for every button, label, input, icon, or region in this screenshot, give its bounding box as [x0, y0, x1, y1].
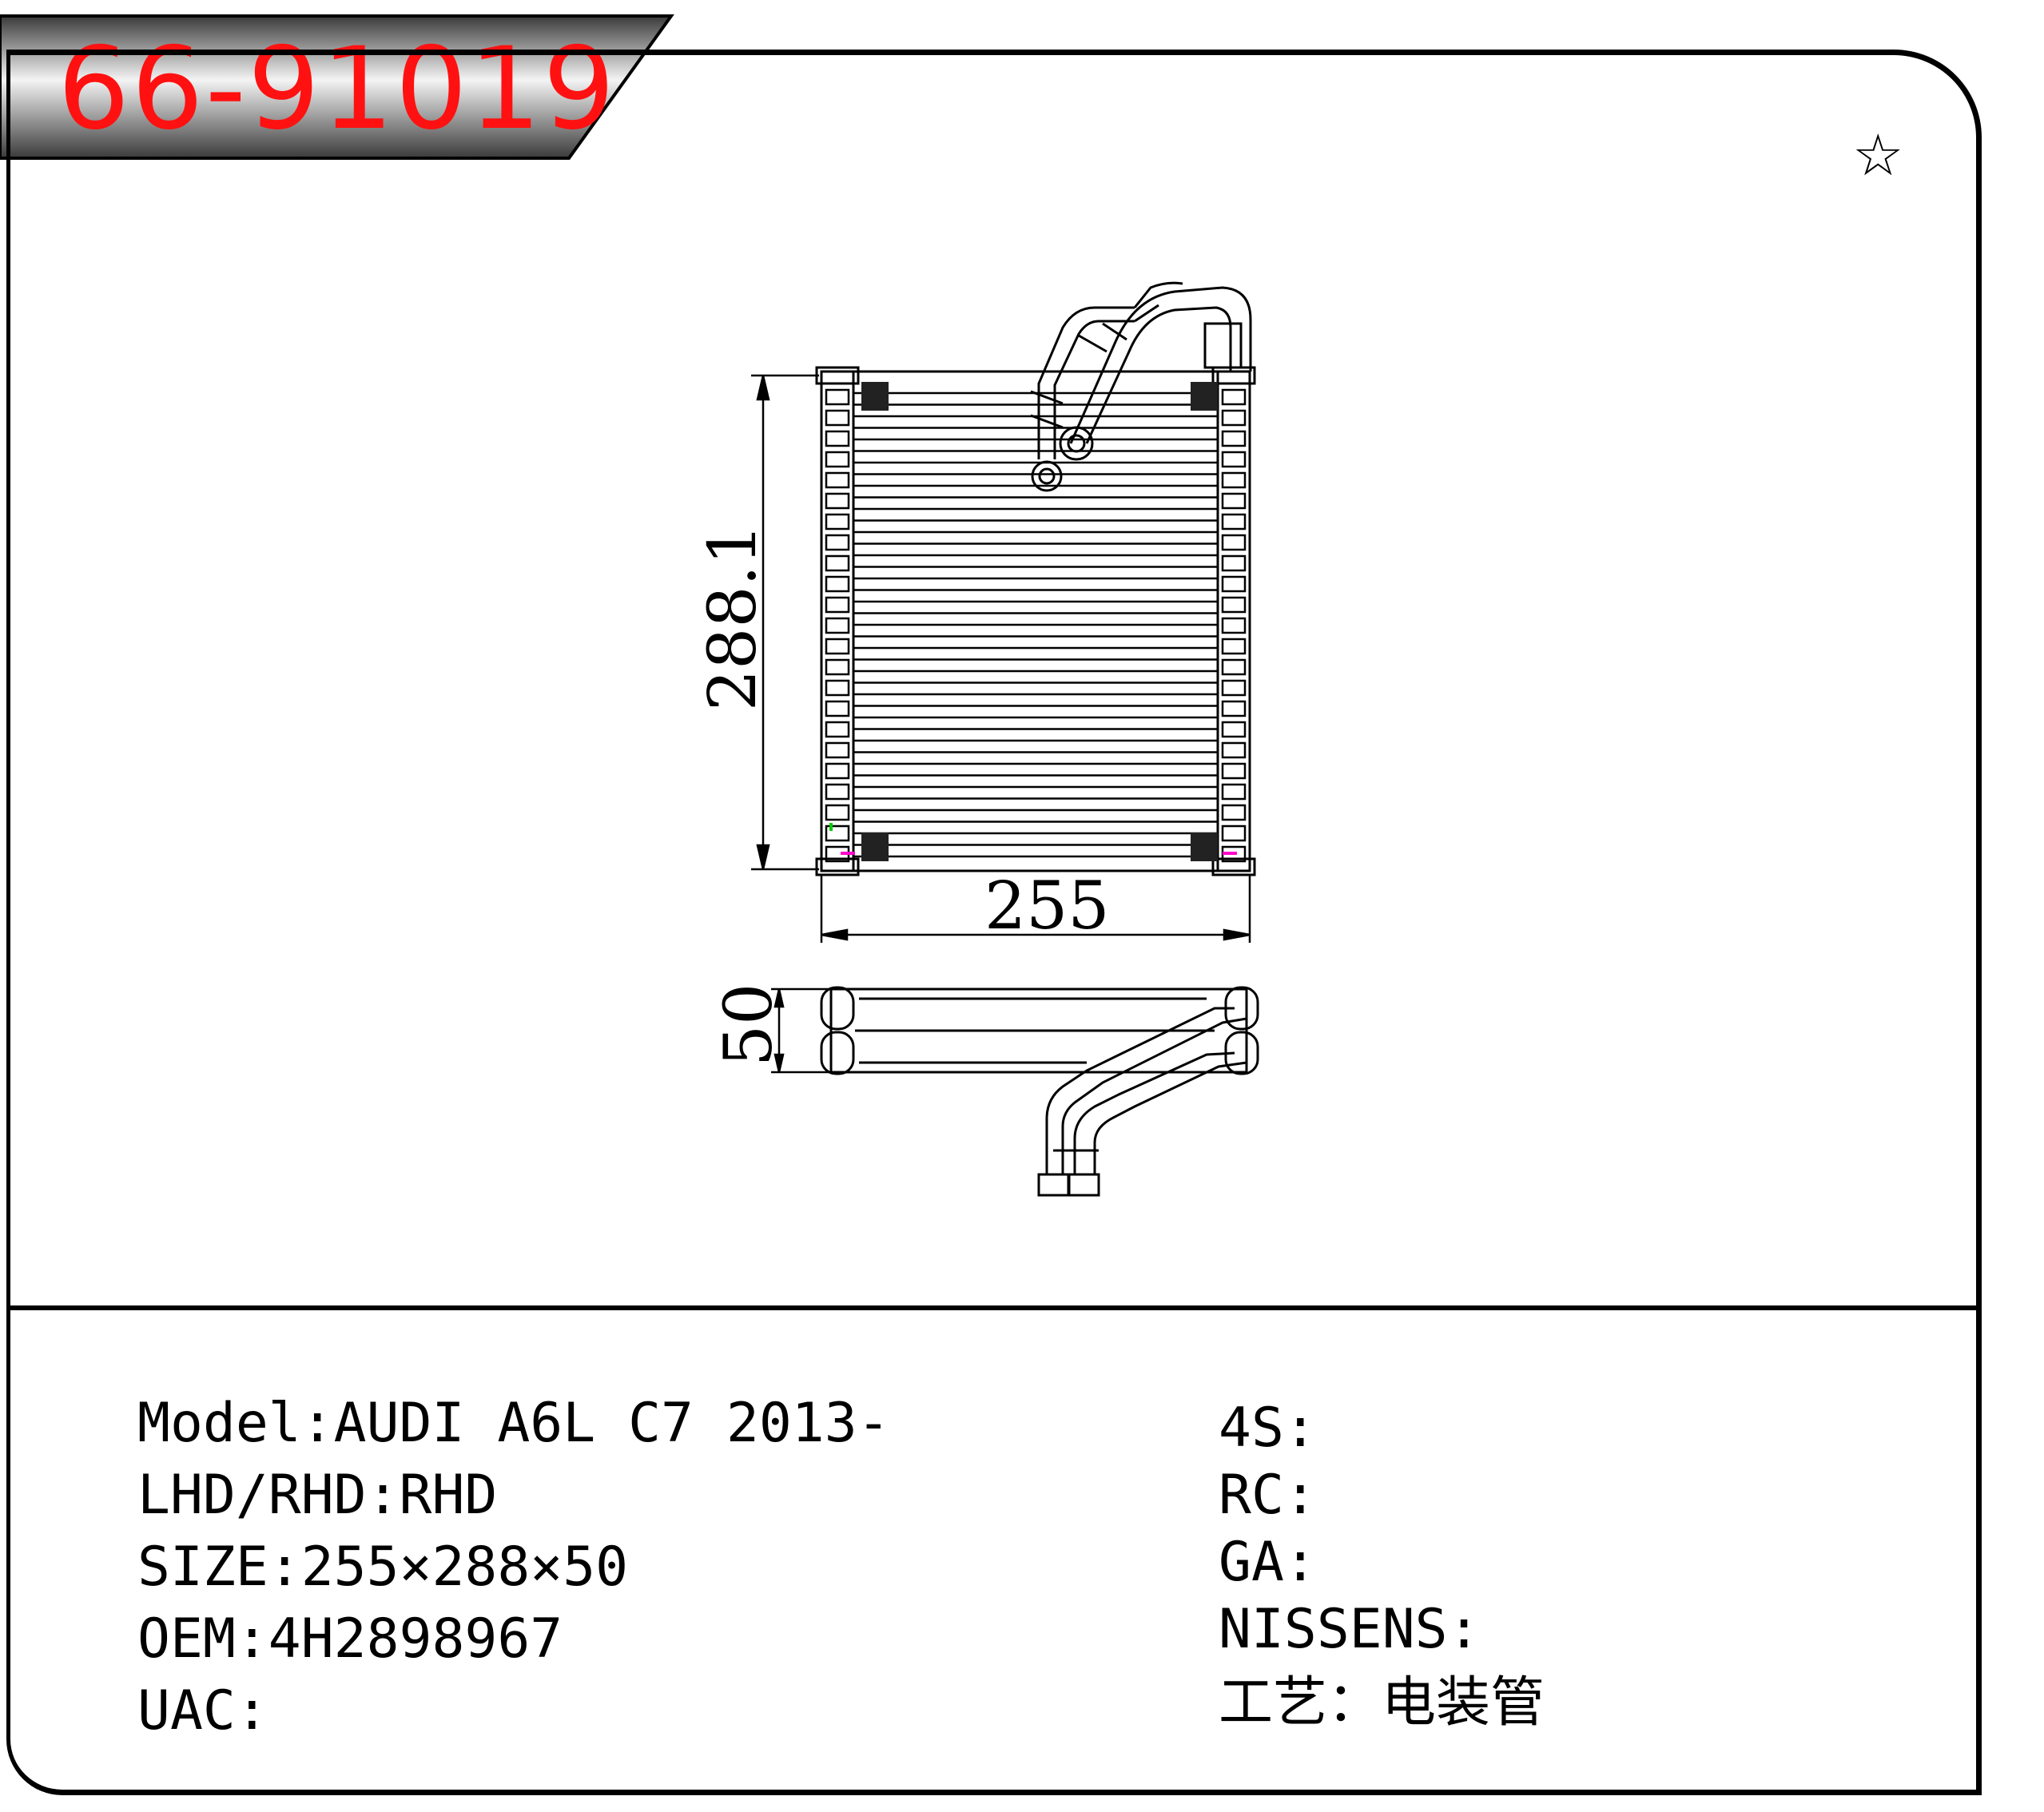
tank-segment	[1221, 804, 1247, 821]
dim-depth-label: 50	[711, 983, 787, 1067]
tank-segment	[1221, 700, 1247, 717]
tank-segment	[1221, 451, 1247, 468]
tank-segment	[1221, 471, 1247, 489]
pipes-front	[1030, 281, 1252, 492]
spec-drive-side: LHD/RHD:RHD	[137, 1464, 498, 1527]
tank-segment	[825, 430, 850, 447]
tank-segment	[1221, 388, 1247, 406]
dim-width-label: 255	[984, 868, 1110, 944]
spec-4s: 4S:	[1219, 1397, 1317, 1460]
side-view	[820, 986, 1259, 1197]
tank-segment	[1221, 513, 1247, 530]
tank-segment	[825, 513, 850, 530]
core-body	[820, 370, 1251, 872]
spec-process: 工艺：电装管	[1219, 1671, 1545, 1735]
tank-segment	[1221, 575, 1247, 593]
spec-uac: UAC:	[137, 1679, 268, 1742]
tank-segment	[825, 804, 850, 821]
tank-segment	[1221, 617, 1247, 634]
tank-segment	[825, 679, 850, 697]
tank-segment	[1221, 554, 1247, 572]
tank-segment	[825, 700, 850, 717]
tank-segment	[825, 492, 850, 510]
tank-segment	[1221, 430, 1247, 447]
spec-model: Model:AUDI A6L C7 2013-	[137, 1392, 890, 1455]
evaporator-drawing: 288.1 255 50	[695, 281, 1259, 1197]
tank-segment	[1221, 741, 1247, 759]
spec-ga: GA:	[1219, 1531, 1317, 1594]
section-divider	[6, 1305, 1982, 1310]
tank-segment	[825, 721, 850, 738]
dim-height-label: 288.1	[695, 523, 771, 711]
tank-segment	[1221, 679, 1247, 697]
tank-segment	[1221, 721, 1247, 738]
tank-segment	[1221, 638, 1247, 655]
tank-segment	[825, 658, 850, 676]
sheet-frame	[6, 50, 1982, 1795]
model-code: 66-91019	[58, 23, 617, 155]
tank-segment	[1221, 534, 1247, 551]
tank-segment	[825, 638, 850, 655]
tank-segment	[825, 762, 850, 780]
tank-segment	[825, 471, 850, 489]
tank-segment	[825, 388, 850, 406]
tank-segment	[825, 554, 850, 572]
tank-segment	[825, 825, 850, 842]
tank-segment	[825, 575, 850, 593]
spec-nissens: NISSENS:	[1219, 1598, 1481, 1661]
left-tank	[820, 370, 855, 872]
tank-segment	[1221, 409, 1247, 427]
tank-segment	[825, 534, 850, 551]
tank-segment	[1221, 658, 1247, 676]
spec-rc: RC:	[1219, 1464, 1317, 1527]
tank-segment	[1221, 825, 1247, 842]
tank-segment	[825, 783, 850, 801]
tank-segment	[1221, 596, 1247, 614]
spec-oem: OEM:4H2898967	[137, 1607, 563, 1671]
tank-segment	[1221, 762, 1247, 780]
tank-segment	[825, 617, 850, 634]
right-tank	[1216, 370, 1251, 872]
spec-size: SIZE:255×288×50	[137, 1536, 629, 1599]
tank-segment	[825, 596, 850, 614]
core-tubes	[853, 391, 1218, 858]
tank-segment	[825, 741, 850, 759]
tank-segment	[825, 451, 850, 468]
tank-segment	[1221, 783, 1247, 801]
star-icon: ☆	[1852, 121, 1904, 189]
tank-segment	[1221, 492, 1247, 510]
tank-segment	[825, 409, 850, 427]
